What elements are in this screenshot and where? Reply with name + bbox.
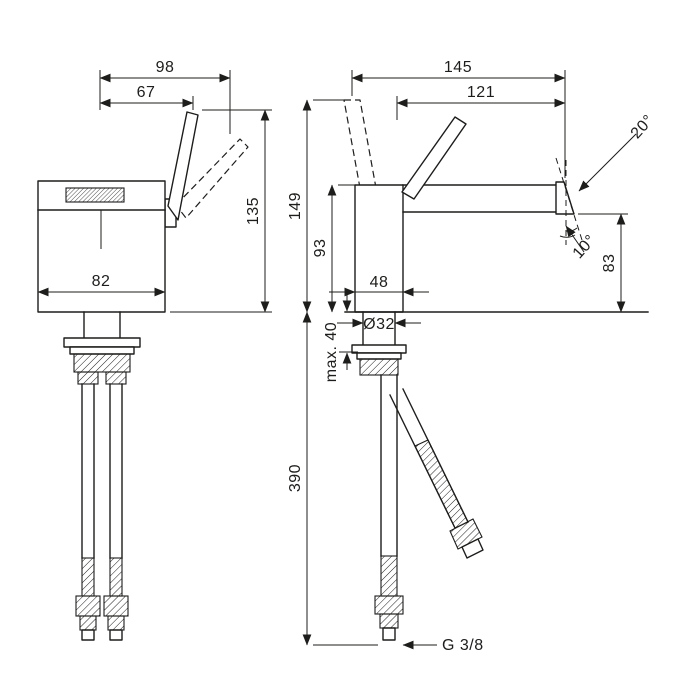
front-mounting-nut	[73, 353, 131, 373]
side-handle-lever	[401, 116, 467, 200]
dim-side-body-height: 93	[312, 239, 329, 258]
dim-side-connection-thread: G 3/8	[442, 637, 484, 654]
side-hose-nut	[374, 595, 404, 615]
side-view: 20° 10°	[287, 59, 658, 654]
dim-side-overall-height: 149	[287, 192, 304, 220]
dim-side-outlet-height: 83	[601, 254, 618, 273]
dim-front-body-width: 82	[92, 273, 111, 290]
dim-front-overall-width: 98	[156, 59, 175, 76]
dim-front-handle-width: 67	[137, 84, 156, 101]
dim-side-max-deck-thickness: max. 40	[323, 322, 340, 382]
dim-side-spout-reach: 121	[467, 84, 495, 101]
side-dimensions: 145 121 149 93 48 Ø32 max. 40 390	[287, 59, 628, 654]
side-angle-annotations: 20° 10°	[555, 112, 658, 262]
side-hose-corrugation	[414, 439, 469, 529]
dim-side-body-depth: 48	[370, 274, 389, 291]
dim-side-hole-diameter: Ø32	[363, 316, 395, 333]
side-handle-dashed	[343, 99, 377, 189]
front-supply-hoses	[75, 383, 129, 641]
front-handle-lever	[167, 111, 199, 221]
dim-side-hose-length: 390	[287, 464, 304, 492]
front-hose-nut	[75, 595, 101, 617]
front-dimensions: 98 67 135 82	[37, 59, 272, 313]
side-supply-hoses	[374, 374, 484, 641]
side-mounting	[351, 311, 407, 376]
front-mounting	[63, 311, 141, 385]
front-hose-nut	[103, 595, 129, 617]
dim-side-overall-depth: 145	[444, 59, 472, 76]
side-spout-tip	[555, 181, 575, 215]
dim-front-height: 135	[245, 197, 262, 225]
side-diagonal-hose-nut	[449, 518, 483, 550]
front-handle-dashed	[175, 138, 249, 219]
dim-side-handle-angle: 10°	[570, 232, 600, 262]
front-spray-plate	[65, 187, 125, 203]
side-mounting-nut	[359, 358, 399, 376]
front-view: 98 67 135 82	[37, 59, 272, 641]
